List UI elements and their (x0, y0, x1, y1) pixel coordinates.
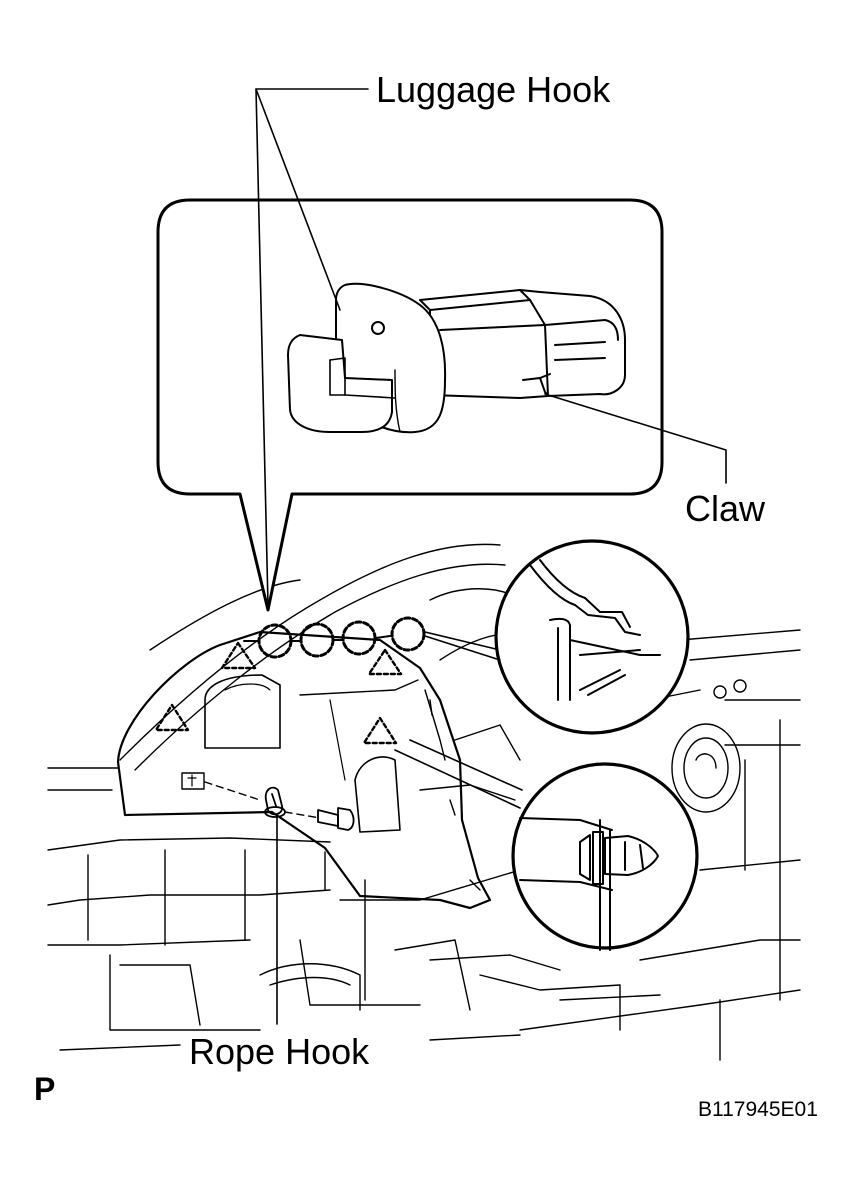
luggage-hook-label: Luggage Hook (376, 69, 611, 110)
clip-link-lines (243, 635, 391, 642)
view-marker-label: P (34, 1071, 56, 1107)
claw-leader-line (544, 393, 727, 484)
luggage-hook-leader-line-2 (255, 88, 269, 606)
clip-detail-circle (394, 739, 699, 951)
quarter-trim-panel (116, 630, 492, 910)
claw-detail-circle (424, 539, 690, 735)
rope-hook-label: Rope Hook (189, 1031, 370, 1072)
bolt-icon (317, 807, 355, 831)
clip-marker-triangle-icon (154, 641, 403, 745)
luggage-hook-part (287, 282, 626, 434)
figure-code-label: B117945E01 (698, 1098, 818, 1121)
claw-label: Claw (685, 488, 766, 529)
rope-hook-part (264, 786, 286, 818)
